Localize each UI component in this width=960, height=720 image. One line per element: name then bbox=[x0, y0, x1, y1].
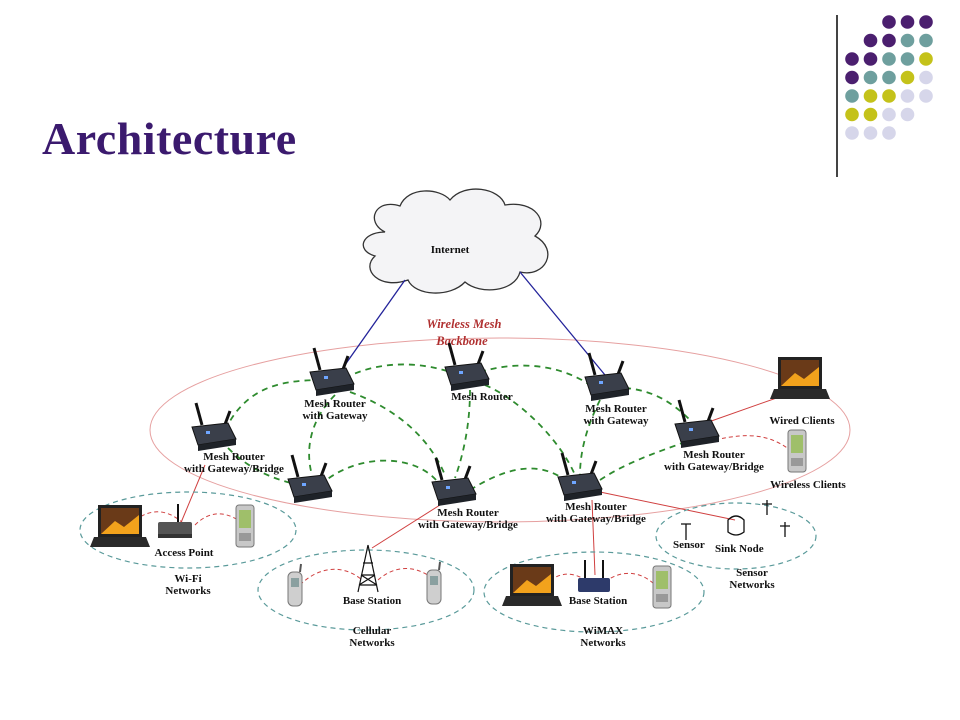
router-gateway-left-label-1: Mesh Router bbox=[304, 398, 366, 410]
wifi-device-label: Access Point bbox=[155, 547, 214, 559]
sensor-network-label-1: Sensor bbox=[736, 567, 768, 579]
backbone-label-line2: Backbone bbox=[435, 334, 488, 348]
cell-tower bbox=[357, 544, 379, 593]
wimax-base-station bbox=[578, 560, 610, 592]
client-links bbox=[129, 394, 791, 586]
router-bridge-right-label-2: with Gateway/Bridge bbox=[664, 461, 764, 473]
router-bridge-left bbox=[190, 401, 238, 453]
router-gateway-right bbox=[583, 351, 631, 403]
internet-cloud bbox=[362, 188, 549, 294]
cellular-network-boundary bbox=[257, 549, 475, 631]
router-gateway-right-label-1: Mesh Router bbox=[585, 403, 647, 415]
router-bridge-midright-label-2: with Gateway/Bridge bbox=[546, 513, 646, 525]
wimax-network-label-2: Networks bbox=[580, 637, 626, 649]
router-center bbox=[443, 341, 491, 393]
router-gateway-right-label-2: with Gateway bbox=[583, 415, 649, 427]
router-bridge-mid-label-2: with Gateway/Bridge bbox=[418, 519, 518, 531]
wifi-pda bbox=[235, 504, 255, 548]
cellular-network-label-1: Cellular bbox=[353, 625, 392, 637]
sensor-network-boundary bbox=[655, 502, 817, 570]
access-point-device bbox=[158, 504, 192, 538]
wifi-laptop bbox=[90, 505, 150, 547]
router-bridge-midright-label-1: Mesh Router bbox=[565, 501, 627, 513]
cellular-phone-right bbox=[426, 561, 442, 605]
wired-clients-label: Wired Clients bbox=[769, 415, 835, 427]
wimax-network-label-1: WiMAX bbox=[583, 625, 623, 637]
sensor-network-label-2: Networks bbox=[729, 579, 775, 591]
sensor-nodes bbox=[681, 500, 790, 540]
sink-node-label: Sink Node bbox=[715, 543, 764, 555]
wireless-clients-label: Wireless Clients bbox=[770, 479, 846, 491]
slide-title: Architecture bbox=[42, 113, 297, 164]
wired-client-laptop bbox=[770, 357, 830, 399]
router-bridge-right bbox=[673, 398, 721, 450]
router-mid-left bbox=[286, 453, 334, 505]
router-bridge-left-label-1: Mesh Router bbox=[203, 451, 265, 463]
router-gateway-left bbox=[308, 346, 356, 398]
wimax-laptop bbox=[502, 564, 562, 606]
title-divider-line bbox=[836, 15, 838, 177]
router-gateway-left-label-2: with Gateway bbox=[302, 410, 368, 422]
wifi-network-label-2: Networks bbox=[165, 585, 211, 597]
backbone-boundary bbox=[149, 337, 851, 523]
router-bridge-mid bbox=[430, 456, 478, 508]
wimax-pda bbox=[652, 565, 672, 609]
backbone-label-line1: Wireless Mesh bbox=[427, 317, 502, 331]
router-bridge-left-label-2: with Gateway/Bridge bbox=[184, 463, 284, 475]
sensor-label: Sensor bbox=[673, 539, 705, 551]
cellular-device-label: Base Station bbox=[343, 595, 401, 607]
wireless-client-pda bbox=[787, 429, 807, 473]
cellular-phone-left bbox=[287, 563, 303, 607]
internet-label: Internet bbox=[431, 244, 470, 256]
router-center-label: Mesh Router bbox=[451, 391, 513, 403]
wifi-network-boundary bbox=[79, 491, 297, 569]
router-bridge-right-label-1: Mesh Router bbox=[683, 449, 745, 461]
wifi-network-label-1: Wi-Fi bbox=[174, 573, 201, 585]
router-bridge-midright bbox=[556, 451, 604, 503]
wimax-device-label: Base Station bbox=[569, 595, 627, 607]
router-bridge-mid-label-1: Mesh Router bbox=[437, 507, 499, 519]
cellular-network-label-2: Networks bbox=[349, 637, 395, 649]
wimax-network-boundary bbox=[483, 551, 705, 633]
